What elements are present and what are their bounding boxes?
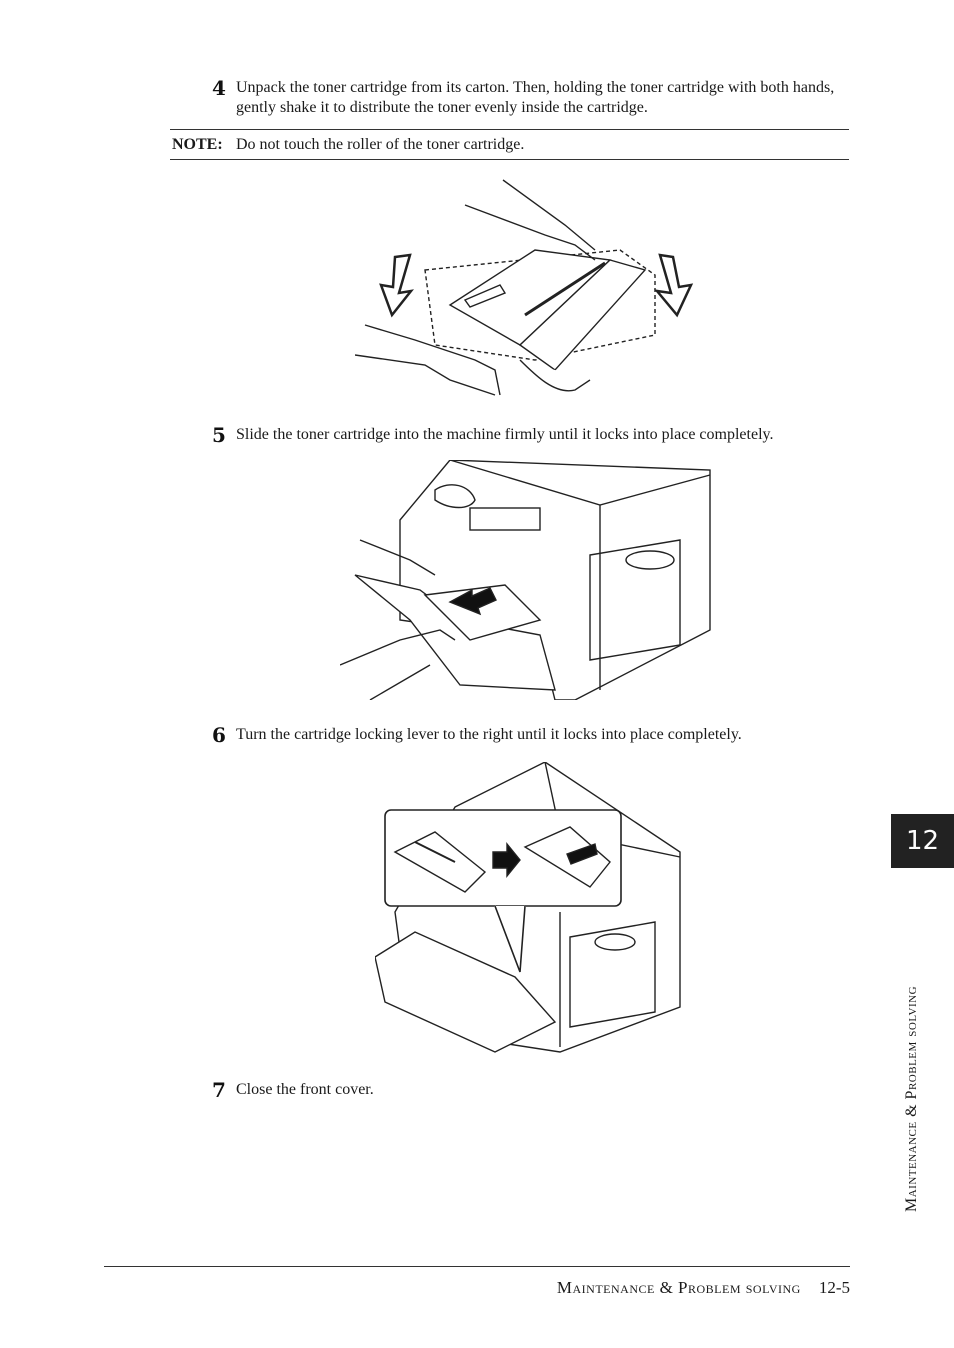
page-number: 12-5 xyxy=(818,1278,850,1297)
step-number: 4 xyxy=(212,76,226,100)
chapter-tab: 12 xyxy=(891,814,954,868)
note-text: Do not touch the roller of the toner car… xyxy=(236,135,525,153)
toner-shake-illustration xyxy=(355,175,700,410)
page-footer: Maintenance & Problem solving 12-5 xyxy=(557,1278,850,1298)
note: NOTE: Do not touch the roller of the ton… xyxy=(170,129,849,160)
up-down-arrow-icon xyxy=(653,253,694,318)
step-5: 5 Slide the toner cartridge into the mac… xyxy=(212,425,846,445)
right-arrow-icon xyxy=(492,842,521,878)
up-down-arrow-icon xyxy=(379,253,414,318)
locking-lever-illustration xyxy=(375,762,685,1062)
step-7: 7 Close the front cover. xyxy=(212,1080,836,1100)
step-number: 5 xyxy=(212,423,226,447)
step-text: Turn the cartridge locking lever to the … xyxy=(236,726,742,743)
step-number: 6 xyxy=(212,723,226,747)
chapter-side-label: Maintenance & Problem solving xyxy=(903,985,920,1212)
step-6: 6 Turn the cartridge locking lever to th… xyxy=(212,725,846,745)
step-number: 7 xyxy=(212,1078,226,1102)
footer-title: Maintenance & Problem solving xyxy=(556,1278,801,1297)
insert-cartridge-illustration xyxy=(340,460,715,700)
insert-arrow-icon xyxy=(448,587,497,616)
step-text: Slide the toner cartridge into the machi… xyxy=(236,426,774,443)
note-label: NOTE: xyxy=(172,135,223,153)
step-text: Unpack the toner cartridge from its cart… xyxy=(236,79,835,116)
footer-divider xyxy=(104,1266,850,1267)
step-text: Close the front cover. xyxy=(236,1081,374,1098)
step-4: 4 Unpack the toner cartridge from its ca… xyxy=(212,78,836,118)
